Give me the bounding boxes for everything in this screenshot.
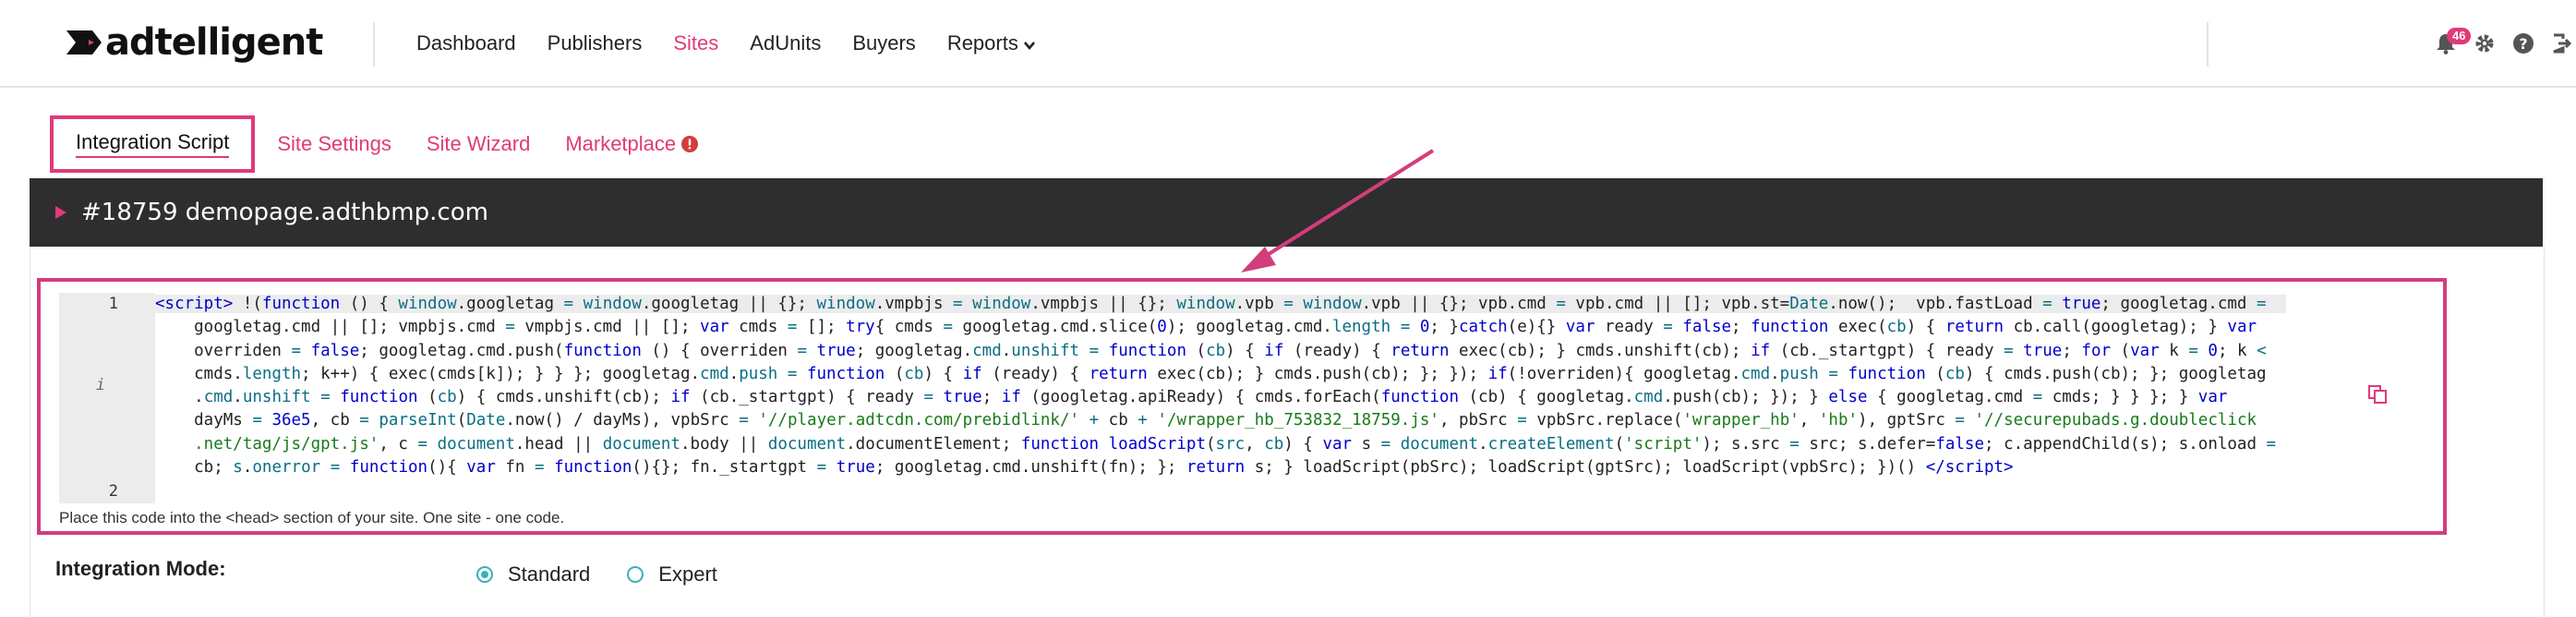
chevron-down-icon [1023, 31, 1035, 55]
logo[interactable]: adtelligent [66, 20, 323, 65]
nav-publishers[interactable]: Publishers [547, 30, 643, 54]
tab-integration-script[interactable]: Integration Script [50, 115, 256, 173]
site-panel-header[interactable]: #18759 demopage.adthbmp.com [30, 178, 2543, 247]
header-divider-right [2207, 22, 2209, 67]
copy-icon[interactable] [2367, 384, 2388, 409]
expand-triangle-icon [55, 206, 66, 219]
code-editor[interactable]: 1 i 2 <script> !(function () { window.go… [37, 278, 2447, 535]
nav-reports-label: Reports [946, 30, 1018, 54]
integration-mode-label: Integration Mode: [55, 557, 226, 580]
notifications-badge: 46 [2447, 27, 2472, 44]
code-hint: Place this code into the <head> section … [59, 509, 565, 526]
svg-text:?: ? [2519, 35, 2527, 53]
line-gutter: 1 i [59, 293, 155, 481]
tab-marketplace[interactable]: Marketplace [565, 132, 699, 156]
integration-code[interactable]: <script> !(function () { window.googleta… [155, 293, 2353, 479]
tab-site-wizard[interactable]: Site Wizard [426, 132, 531, 155]
mode-standard-option[interactable]: Standard [476, 563, 590, 587]
line-number: 2 [108, 482, 118, 501]
logo-text: adtelligent [105, 21, 323, 64]
bell-icon[interactable]: 46 [2432, 27, 2472, 57]
logout-icon[interactable] [2548, 30, 2576, 57]
help-icon[interactable]: ? [2510, 30, 2537, 57]
tab-marketplace-label: Marketplace [565, 132, 677, 155]
line-gutter: 2 [59, 481, 155, 503]
mode-standard-label: Standard [508, 563, 591, 586]
mode-expert-option[interactable]: Expert [627, 563, 717, 587]
header-divider [373, 22, 375, 67]
fold-indicator[interactable]: i [95, 376, 105, 394]
nav-adunits[interactable]: AdUnits [750, 30, 822, 54]
nav-sites[interactable]: Sites [673, 30, 719, 54]
site-title: #18759 demopage.adthbmp.com [81, 199, 488, 226]
logo-mark-icon [66, 30, 102, 54]
line-number: 1 [108, 295, 118, 313]
nav-dashboard[interactable]: Dashboard [416, 30, 516, 54]
main-nav: Dashboard Publishers Sites AdUnits Buyer… [416, 0, 1066, 86]
nav-reports[interactable]: Reports [947, 31, 1035, 55]
top-header: adtelligent Dashboard Publishers Sites A… [0, 0, 2576, 88]
header-actions: 46 ? [2432, 0, 2576, 86]
tab-integration-script-label: Integration Script [76, 130, 230, 158]
site-tabs: Integration Script Site Settings Site Wi… [50, 115, 733, 173]
mode-expert-radio[interactable] [627, 566, 644, 583]
gear-icon[interactable] [2471, 30, 2498, 57]
annotation-arrow [1241, 149, 1435, 272]
mode-standard-radio[interactable] [476, 566, 493, 583]
mode-expert-label: Expert [658, 563, 717, 586]
nav-buyers[interactable]: Buyers [852, 30, 916, 54]
integration-mode-options: Standard Expert [476, 563, 754, 587]
tab-site-settings[interactable]: Site Settings [277, 132, 391, 155]
warning-icon [681, 136, 699, 152]
